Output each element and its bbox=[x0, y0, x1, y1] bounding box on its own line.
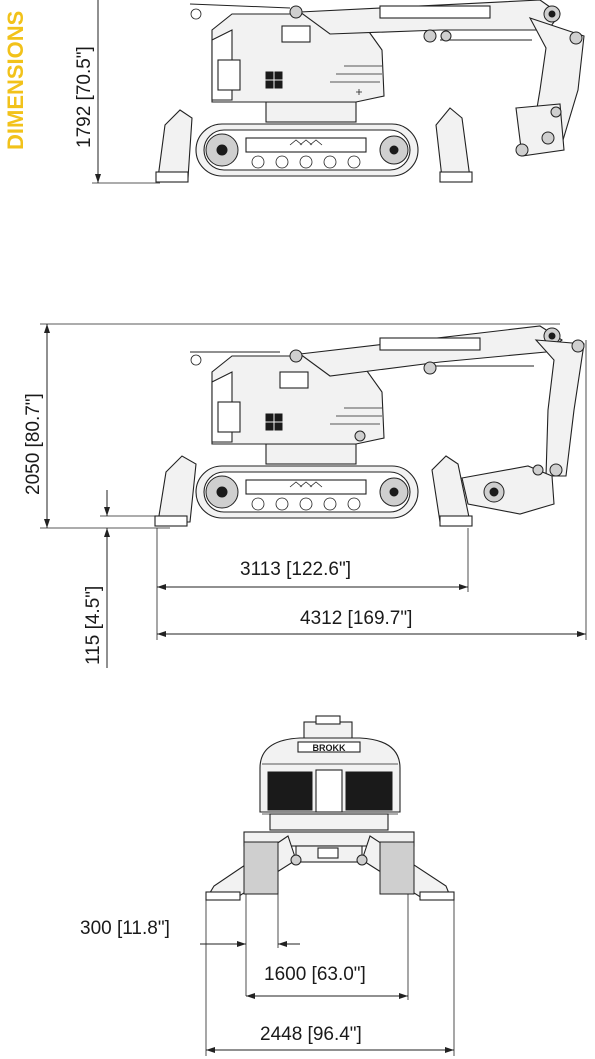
dim-working-height: 2050 [80.7"] bbox=[23, 393, 44, 495]
brand-logo: BROKK bbox=[313, 743, 346, 753]
dim-outrigger-span: 2448 [96.4"] bbox=[260, 1024, 362, 1045]
dim-track-length: 3113 [122.6"] bbox=[240, 559, 351, 580]
dim-ground-clearance: 115 [4.5"] bbox=[83, 586, 104, 665]
dim-track-gauge: 1600 [63.0"] bbox=[264, 964, 366, 985]
rear-view: BROKK 300 [11.8"] 1600 [63.0"] bbox=[80, 715, 455, 1056]
section-title: DIMENSIONS bbox=[3, 11, 28, 150]
dim-track-width: 300 [11.8"] bbox=[80, 918, 170, 939]
dim-folded-height: 1792 [70.5"] bbox=[74, 46, 95, 148]
side-view-working: 2050 [80.7"] 115 [4.5"] bbox=[23, 323, 587, 668]
dim-overall-length: 4312 [169.7"] bbox=[300, 608, 412, 629]
side-view-folded: 1792 [70.5"] bbox=[74, 0, 585, 184]
